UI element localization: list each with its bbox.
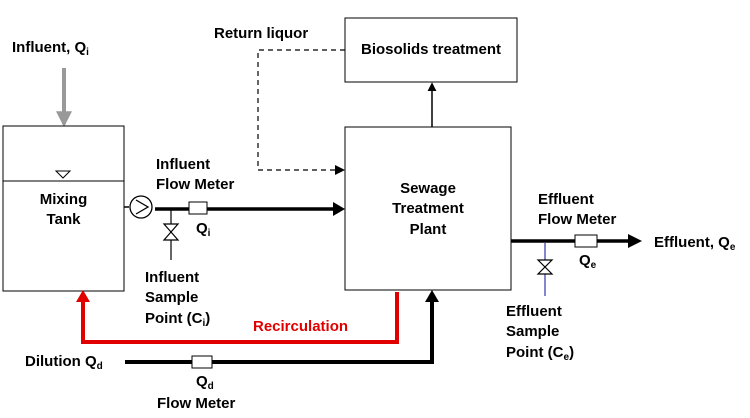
dilution-meter-q-label: Qd xyxy=(196,373,214,392)
influent-flow-meter-icon xyxy=(188,201,208,215)
influent-flow-meter-label: Influent Flow Meter xyxy=(156,156,235,194)
influent-pipe-arrowhead xyxy=(333,202,345,216)
dilution-line xyxy=(125,302,434,364)
influent-valve-icon xyxy=(162,223,180,241)
sewage-plant-label: Sewage Treatment Plant xyxy=(392,180,464,238)
return-liquor-line xyxy=(257,49,345,171)
recirculation-line xyxy=(81,292,399,344)
dilution-label: Dilution Qd xyxy=(25,353,103,372)
mixing-tank-box xyxy=(2,125,125,292)
recirculation-arrowhead xyxy=(76,290,90,302)
effluent-meter-q-label: Qe xyxy=(579,252,597,271)
influent-label: Influent, Qi xyxy=(12,39,89,58)
return-liquor-label: Return liquor xyxy=(214,25,309,42)
recirculation-label: Recirculation xyxy=(253,318,349,335)
return-liquor-arrowhead xyxy=(335,165,345,175)
dilution-flow-meter-label: Flow Meter xyxy=(157,395,236,412)
effluent-label: Effluent, Qe xyxy=(654,234,736,253)
water-level-icon xyxy=(54,170,72,179)
effluent-valve-icon xyxy=(536,259,554,275)
effluent-flow-meter-label: Effluent Flow Meter xyxy=(538,191,617,229)
effluent-sample-label: Effluent Sample Point (Ce) xyxy=(506,303,575,363)
biosolids-label: Biosolids treatment xyxy=(360,41,502,58)
effluent-flow-meter-icon xyxy=(574,234,598,248)
dilution-flow-meter-icon xyxy=(191,355,213,369)
mixing-tank-label: Mixing Tank xyxy=(39,191,88,229)
pump-arrow xyxy=(135,199,150,215)
pump-icon xyxy=(129,195,153,219)
influent-sample-label: Influent Sample Point (Ci) xyxy=(145,269,211,329)
dilution-arrowhead xyxy=(425,290,439,302)
effluent-pipe-arrowhead xyxy=(628,234,642,248)
sewage-plant-box xyxy=(344,126,512,291)
biosolids-box xyxy=(344,17,518,83)
influent-meter-q-label: Qi xyxy=(196,220,211,239)
